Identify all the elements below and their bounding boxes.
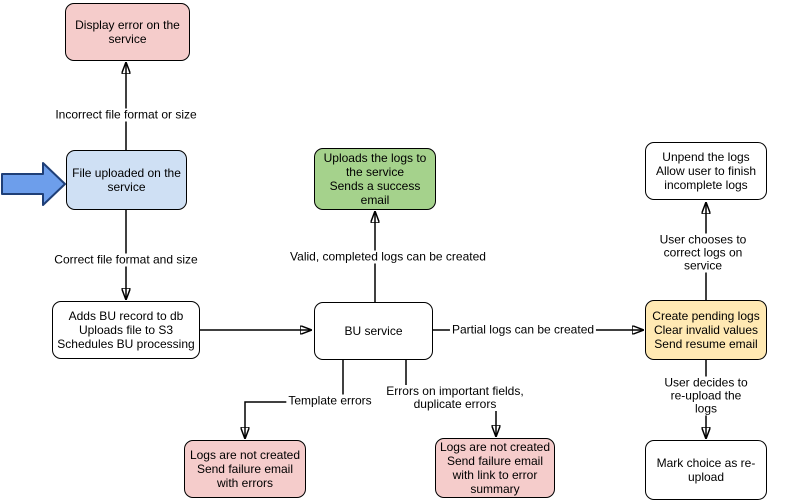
node-uploads-logs-success: Uploads the logs to the service Sends a … — [314, 148, 436, 210]
node-logs-not-created-errors: Logs are not created Send failure email … — [184, 440, 306, 498]
node-create-pending-logs-label: Create pending logs Clear invalid values… — [652, 309, 760, 351]
node-unpend-logs: Unpend the logs Allow user to finish inc… — [645, 142, 767, 200]
node-adds-bu-record: Adds BU record to db Uploads file to S3 … — [52, 301, 200, 359]
node-mark-choice-reupload: Mark choice as re- upload — [645, 440, 767, 500]
node-uploads-logs-success-label: Uploads the logs to the service Sends a … — [323, 151, 427, 207]
node-logs-not-created-summary-label: Logs are not created Send failure email … — [439, 440, 551, 496]
node-mark-choice-reupload-label: Mark choice as re- upload — [656, 456, 756, 484]
edge-label-correct-file: Correct file format and size — [52, 252, 200, 267]
node-logs-not-created-errors-label: Logs are not created Send failure email … — [189, 448, 301, 490]
node-file-uploaded: File uploaded on the service — [66, 150, 187, 210]
edge-label-user-chooses: User chooses to correct logs on service — [654, 233, 752, 273]
edge-label-incorrect-file: Incorrect file format or size — [53, 107, 199, 122]
input-block-arrow-icon — [1, 162, 66, 206]
node-adds-bu-record-label: Adds BU record to db Uploads file to S3 … — [57, 309, 195, 351]
edge-label-template-errors: Template errors — [286, 393, 374, 408]
edge-label-partial-logs: Partial logs can be created — [449, 322, 597, 337]
edge-label-user-decides: User decides to re-upload the logs — [658, 376, 754, 416]
edge-label-important-fields: Errors on important fields, duplicate er… — [384, 384, 526, 411]
node-create-pending-logs: Create pending logs Clear invalid values… — [645, 300, 767, 360]
node-logs-not-created-summary: Logs are not created Send failure email … — [435, 438, 555, 498]
node-unpend-logs-label: Unpend the logs Allow user to finish inc… — [655, 150, 757, 192]
node-file-uploaded-label: File uploaded on the service — [72, 166, 181, 194]
node-bu-service: BU service — [314, 302, 433, 360]
node-bu-service-label: BU service — [344, 324, 403, 338]
node-display-error: Display error on the service — [65, 3, 190, 61]
node-display-error-label: Display error on the service — [75, 18, 180, 46]
edge-label-valid-completed: Valid, completed logs can be created — [288, 249, 488, 264]
